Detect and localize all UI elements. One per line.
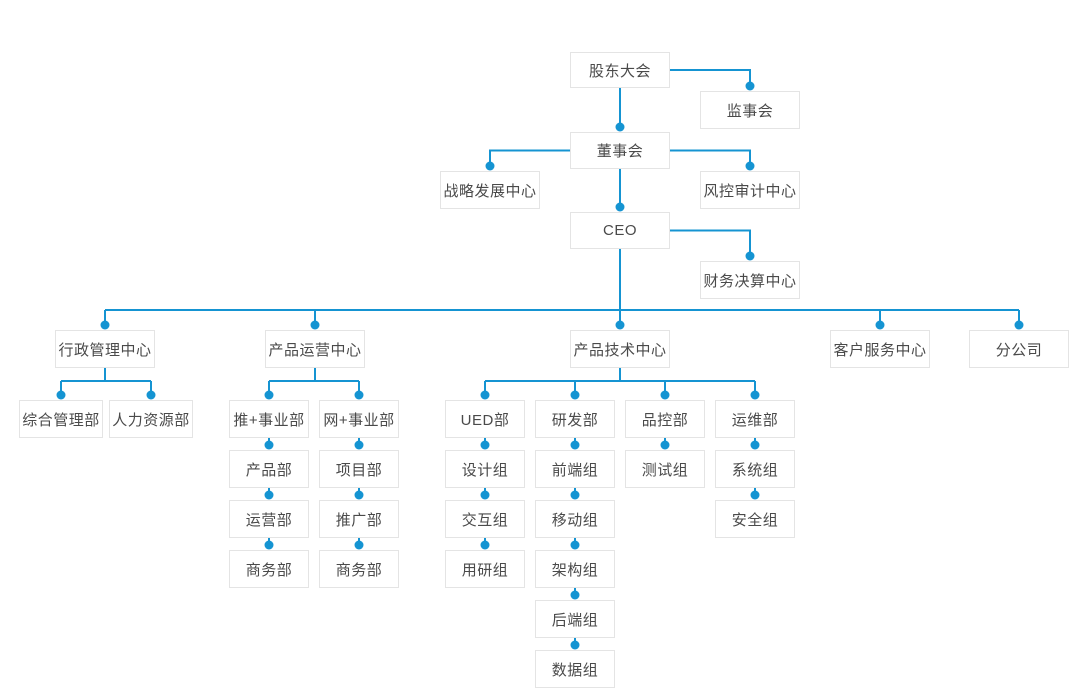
org-node-security-group: 安全组: [715, 500, 795, 538]
org-node-business-dept-wang: 商务部: [319, 550, 399, 588]
org-node-strategy-center: 战略发展中心: [440, 171, 540, 209]
org-node-mobile-group: 移动组: [535, 500, 615, 538]
org-node-ceo: CEO: [570, 212, 670, 249]
org-node-shareholders: 股东大会: [570, 52, 670, 88]
org-node-ops-center: 产品运营中心: [265, 330, 365, 368]
org-node-operation-dept: 运营部: [229, 500, 309, 538]
org-node-service-center: 客户服务中心: [830, 330, 930, 368]
org-node-backend-group: 后端组: [535, 600, 615, 638]
org-node-om-dept: 运维部: [715, 400, 795, 438]
org-node-test-group: 测试组: [625, 450, 705, 488]
org-node-rd-dept: 研发部: [535, 400, 615, 438]
org-node-finance-center: 财务决算中心: [700, 261, 800, 299]
org-node-business-dept-tui: 商务部: [229, 550, 309, 588]
org-node-interaction-group: 交互组: [445, 500, 525, 538]
org-node-risk-audit-center: 风控审计中心: [700, 171, 800, 209]
org-node-tech-center: 产品技术中心: [570, 330, 670, 368]
org-node-promotion-dept: 推广部: [319, 500, 399, 538]
org-node-tui-division: 推+事业部: [229, 400, 309, 438]
org-node-user-research-group: 用研组: [445, 550, 525, 588]
org-node-admin-center: 行政管理中心: [55, 330, 155, 368]
org-node-supervisory-board: 监事会: [700, 91, 800, 129]
org-node-ued-dept: UED部: [445, 400, 525, 438]
org-node-hr-dept: 人力资源部: [109, 400, 193, 438]
org-node-branch-company: 分公司: [969, 330, 1069, 368]
org-node-project-dept: 项目部: [319, 450, 399, 488]
org-node-frontend-group: 前端组: [535, 450, 615, 488]
org-node-qc-dept: 品控部: [625, 400, 705, 438]
org-node-board-of-directors: 董事会: [570, 132, 670, 169]
org-node-data-group: 数据组: [535, 650, 615, 688]
org-node-general-admin-dept: 综合管理部: [19, 400, 103, 438]
org-node-architecture-group: 架构组: [535, 550, 615, 588]
org-node-wang-division: 网+事业部: [319, 400, 399, 438]
org-node-design-group: 设计组: [445, 450, 525, 488]
org-node-system-group: 系统组: [715, 450, 795, 488]
org-node-product-dept: 产品部: [229, 450, 309, 488]
